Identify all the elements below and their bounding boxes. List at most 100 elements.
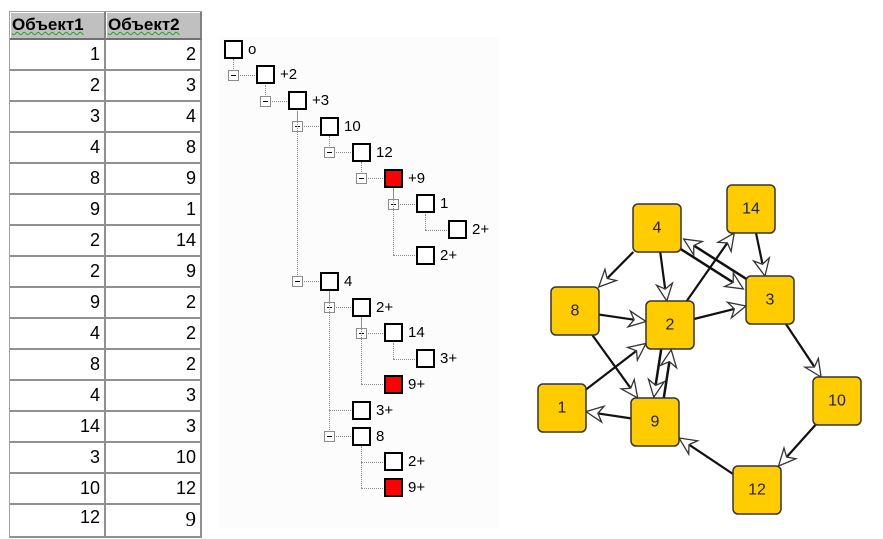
tree-node-label: 3+ [440,350,458,368]
cell-object2[interactable]: 12 [106,474,202,505]
graph-node-12[interactable]: 12 [732,465,782,515]
cell-object2[interactable]: 4 [106,102,202,133]
cell-object1[interactable]: 10 [10,474,106,505]
node-checkbox[interactable] [320,271,339,291]
node-checkbox[interactable] [416,245,435,265]
cell-object2[interactable]: 3 [106,412,202,443]
graph-node-14[interactable]: 14 [726,184,776,234]
cell-object2[interactable]: 2 [106,319,202,350]
cell-object1[interactable]: 3 [10,443,106,474]
cell-object2[interactable]: 10 [106,443,202,474]
cell-object2[interactable]: 9 [106,257,202,288]
tree-node[interactable]: 1 [416,194,449,214]
tree-node[interactable]: 2+ [416,245,457,265]
graph-node-1[interactable]: 1 [537,383,587,433]
cell-object1[interactable]: 8 [10,350,106,381]
tree-connector-line [329,307,351,308]
cell-object2[interactable]: 9 [106,164,202,195]
cell-object2[interactable]: 2 [106,40,202,71]
cell-object1[interactable]: 2 [10,257,106,288]
collapse-toggle-icon[interactable] [228,69,239,81]
tree-connector-line [361,317,362,385]
node-checkbox[interactable] [352,400,371,420]
tree-node-label: 14 [408,324,425,342]
node-checkbox[interactable] [352,426,371,446]
graph-node-9[interactable]: 9 [630,397,680,447]
cell-object2[interactable]: 8 [106,133,202,164]
cell-object2[interactable]: 3 [106,71,202,102]
cell-object2[interactable]: 3 [106,381,202,412]
tree-node[interactable]: 2+ [448,220,489,240]
graph-node-4[interactable]: 4 [632,203,682,253]
tree-node[interactable]: 8 [352,426,384,446]
arrowhead-icon [722,270,745,290]
node-checkbox[interactable] [224,39,243,59]
graph-node-8[interactable]: 8 [550,286,600,336]
node-checkbox[interactable] [448,220,467,240]
tree-node[interactable]: +2 [256,65,297,85]
node-checkbox[interactable] [384,452,403,472]
node-checkbox[interactable] [352,297,371,317]
collapse-toggle-icon[interactable] [356,173,367,184]
node-checkbox-marked[interactable] [384,478,403,498]
node-checkbox[interactable] [416,194,435,214]
tree-node-label: 1 [440,195,449,213]
cell-object2[interactable]: 2 [106,288,202,319]
tree-node[interactable]: +3 [288,91,329,111]
cell-object1[interactable]: 2 [10,226,106,257]
tree-node[interactable]: 10 [320,116,361,136]
cell-object1[interactable]: 4 [10,319,106,350]
collapse-toggle-icon[interactable] [324,147,335,159]
cell-object2[interactable]: 14 [106,226,202,257]
graph-node-10[interactable]: 10 [812,376,862,426]
cell-object1[interactable]: 3 [10,102,106,133]
node-checkbox[interactable] [416,349,435,369]
tree-node[interactable]: 2+ [352,297,393,317]
graph-node-2[interactable]: 2 [645,300,695,350]
node-checkbox[interactable] [384,323,403,343]
cell-object1[interactable]: 2 [10,71,106,102]
tree-node[interactable]: 14 [384,323,425,343]
tree-node[interactable]: 3+ [416,349,458,369]
table-header-row: Объект1 Объект2 [10,12,202,40]
cell-object1[interactable]: 9 [10,195,106,226]
tree-node[interactable]: 9+ [384,374,425,394]
node-checkbox[interactable] [352,142,371,162]
tree-node[interactable]: 12 [352,142,393,162]
tree-node[interactable]: 3+ [352,400,393,420]
node-checkbox-marked[interactable] [384,168,403,188]
arrowhead-icon [725,301,748,320]
column-header-object2[interactable]: Объект2 [106,12,202,40]
tree-node[interactable]: 9+ [384,478,425,498]
cell-object1[interactable]: 9 [10,288,106,319]
node-checkbox[interactable] [288,91,307,111]
cell-object1[interactable]: 8 [10,164,106,195]
tree-node[interactable]: +9 [384,168,425,188]
node-checkbox-marked[interactable] [384,374,403,394]
tree-node[interactable]: 2+ [384,452,426,472]
graph-node-3[interactable]: 3 [745,275,795,325]
cell-object1[interactable]: 12 [10,505,106,538]
tree-node-label: 2+ [408,453,426,471]
node-checkbox[interactable] [256,65,275,85]
cell-object2[interactable]: 2 [106,350,202,381]
cell-object2[interactable]: 9 [106,505,202,538]
arrowhead-icon [682,238,705,258]
cell-object2[interactable]: 1 [106,195,202,226]
tree-node[interactable]: о [224,39,256,59]
node-checkbox[interactable] [320,116,339,136]
tree-node[interactable]: 4 [320,271,352,291]
cell-object1[interactable]: 14 [10,412,106,443]
cell-object1[interactable]: 4 [10,381,106,412]
collapse-toggle-icon[interactable] [324,431,335,442]
collapse-toggle-icon[interactable] [260,95,271,107]
cell-object1[interactable]: 4 [10,133,106,164]
collapse-toggle-icon[interactable] [292,276,303,288]
column-header-object1[interactable]: Объект1 [10,12,106,40]
cell-object1[interactable]: 1 [10,40,106,71]
